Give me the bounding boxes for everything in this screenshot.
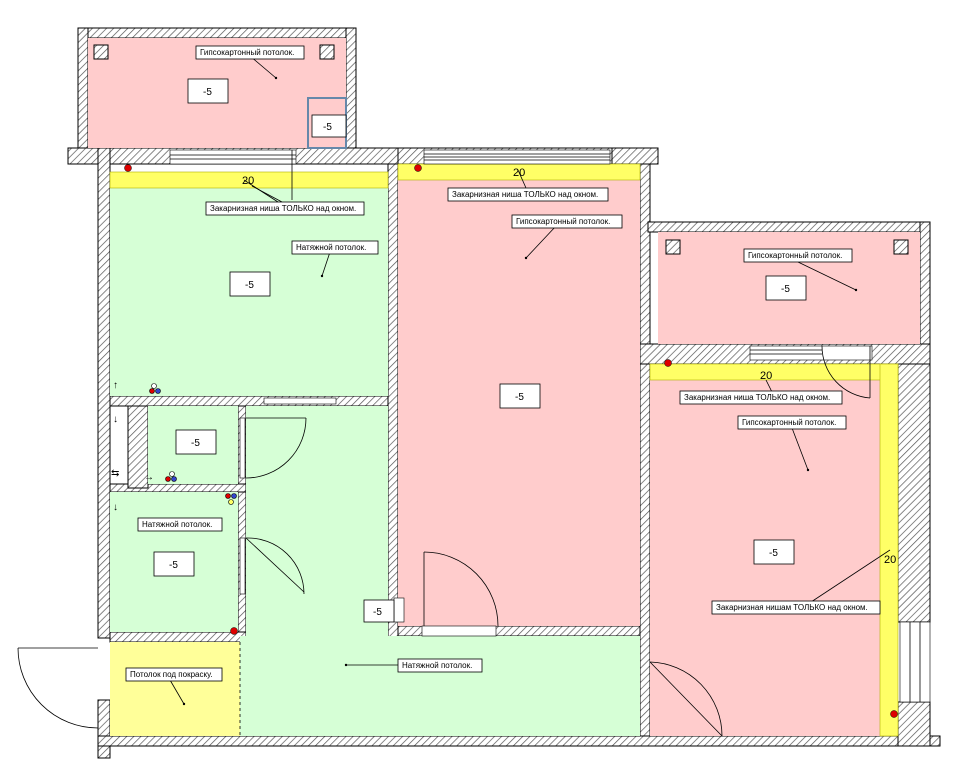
svg-text:Гипсокартонный потолок.: Гипсокартонный потолок. <box>742 418 836 427</box>
svg-text:-5: -5 <box>191 438 200 449</box>
label-middle-gypsum: Гипсокартонный потолок. <box>511 214 623 229</box>
svg-text:↓: ↓ <box>113 502 118 513</box>
svg-text:↑: ↑ <box>113 380 118 391</box>
window-right-side <box>899 621 931 703</box>
svg-text:Закарнизная ниша ТОЛЬКО над ок: Закарнизная ниша ТОЛЬКО над окном. <box>210 204 356 213</box>
window-middle <box>423 149 611 165</box>
svg-text:Гипсокартонный потолок.: Гипсокартонный потолок. <box>748 251 842 260</box>
pipes-icon <box>165 471 177 482</box>
window-internal <box>263 397 337 405</box>
label-left-stretch: Натяжной потолок. <box>291 240 379 255</box>
pipes-icon <box>149 383 161 394</box>
svg-text:-5: -5 <box>203 87 212 98</box>
svg-text:-5: -5 <box>323 122 332 133</box>
label-right-gypsum: Гипсокартонный потолок. <box>737 415 847 430</box>
label-top-balcony-gypsum: Гипсокартонный потолок. <box>195 45 305 60</box>
svg-text:-5: -5 <box>245 280 254 291</box>
svg-text:-5: -5 <box>373 607 382 618</box>
label-right-niche: Закарнизная ниша ТОЛЬКО над окном. <box>679 390 843 405</box>
window-right <box>749 345 873 361</box>
svg-text:Натяжной потолок.: Натяжной потолок. <box>402 661 472 670</box>
level-bathroom: -5 <box>175 429 217 455</box>
niche-right <box>649 363 899 381</box>
level-corridor: -5 <box>363 599 395 623</box>
marker-icon <box>230 627 238 635</box>
dimension-niche-middle: 20 <box>513 167 525 179</box>
pipes-icon <box>225 493 237 505</box>
door-room-right <box>649 661 723 737</box>
column-icon <box>93 44 109 60</box>
svg-text:-5: -5 <box>781 284 790 295</box>
level-room-right: -5 <box>753 539 795 565</box>
door-corridor-small <box>393 597 405 623</box>
svg-text:⇆: ⇆ <box>111 468 119 479</box>
svg-text:Потолок под покраску.: Потолок под покраску. <box>130 670 213 679</box>
marker-icon <box>124 164 132 172</box>
door-balcony-right <box>821 345 871 399</box>
dimension-niche-right-side: 20 <box>884 554 896 566</box>
svg-text:↓: ↓ <box>113 414 118 425</box>
door-room-middle <box>423 551 499 627</box>
dimension-niche-right: 20 <box>760 370 772 382</box>
zone-corridor-bottom <box>240 636 640 736</box>
label-corridor-stretch: Натяжной потолок. <box>397 658 483 673</box>
dimension-niche-left: 20 <box>242 175 254 187</box>
svg-text:-5: -5 <box>169 560 178 571</box>
vent-arrows-icon: ↑ ↓ ⇆ → ↓ <box>111 380 154 513</box>
door-opening-middle <box>421 625 497 637</box>
label-right-niche-side: Закарнизная нишам ТОЛЬКО над окном. <box>711 600 881 615</box>
door-entrance <box>17 647 99 729</box>
svg-text:Закарнизная ниша ТОЛЬКО над ок: Закарнизная ниша ТОЛЬКО над окном. <box>684 393 830 402</box>
label-left-niche: Закарнизная ниша ТОЛЬКО над окном. <box>205 201 365 216</box>
column-icon <box>665 239 681 255</box>
door-bathroom <box>239 417 307 479</box>
svg-text:Натяжной потолок.: Натяжной потолок. <box>142 520 212 529</box>
svg-text:Закарнизная нишам ТОЛЬКО над о: Закарнизная нишам ТОЛЬКО над окном. <box>716 603 868 612</box>
label-middle-niche: Закарнизная ниша ТОЛЬКО над окном. <box>447 187 609 202</box>
svg-text:-5: -5 <box>515 392 524 403</box>
window-left <box>169 149 297 165</box>
svg-text:Гипсокартонный потолок.: Гипсокартонный потолок. <box>200 48 294 57</box>
svg-text:Гипсокартонный потолок.: Гипсокартонный потолок. <box>516 217 610 226</box>
svg-text:Натяжной потолок.: Натяжной потолок. <box>296 243 366 252</box>
svg-text:Закарнизная ниша ТОЛЬКО над ок: Закарнизная ниша ТОЛЬКО над окном. <box>452 190 598 199</box>
marker-icon <box>664 359 672 367</box>
level-balcony-right: -5 <box>765 275 807 301</box>
column-icon <box>319 44 335 60</box>
level-room-middle: -5 <box>499 383 541 409</box>
niche-right-side <box>879 363 899 737</box>
door-toilet <box>239 537 305 595</box>
column-icon <box>893 239 909 255</box>
level-top-balcony: -5 <box>187 78 229 104</box>
niche-left <box>109 171 389 189</box>
marker-icon <box>890 710 898 718</box>
marker-icon <box>414 164 422 172</box>
level-room-left: -5 <box>229 271 271 297</box>
level-top-balcony-small: -5 <box>311 114 347 138</box>
label-toilet-stretch: Натяжной потолок. <box>137 517 223 532</box>
label-paint: Потолок под покраску. <box>125 667 223 682</box>
level-toilet: -5 <box>153 551 195 577</box>
svg-text:-5: -5 <box>769 548 778 559</box>
label-right-balcony-gypsum: Гипсокартонный потолок. <box>743 248 853 263</box>
leader-lines <box>169 55 891 706</box>
svg-text:→: → <box>144 472 154 483</box>
